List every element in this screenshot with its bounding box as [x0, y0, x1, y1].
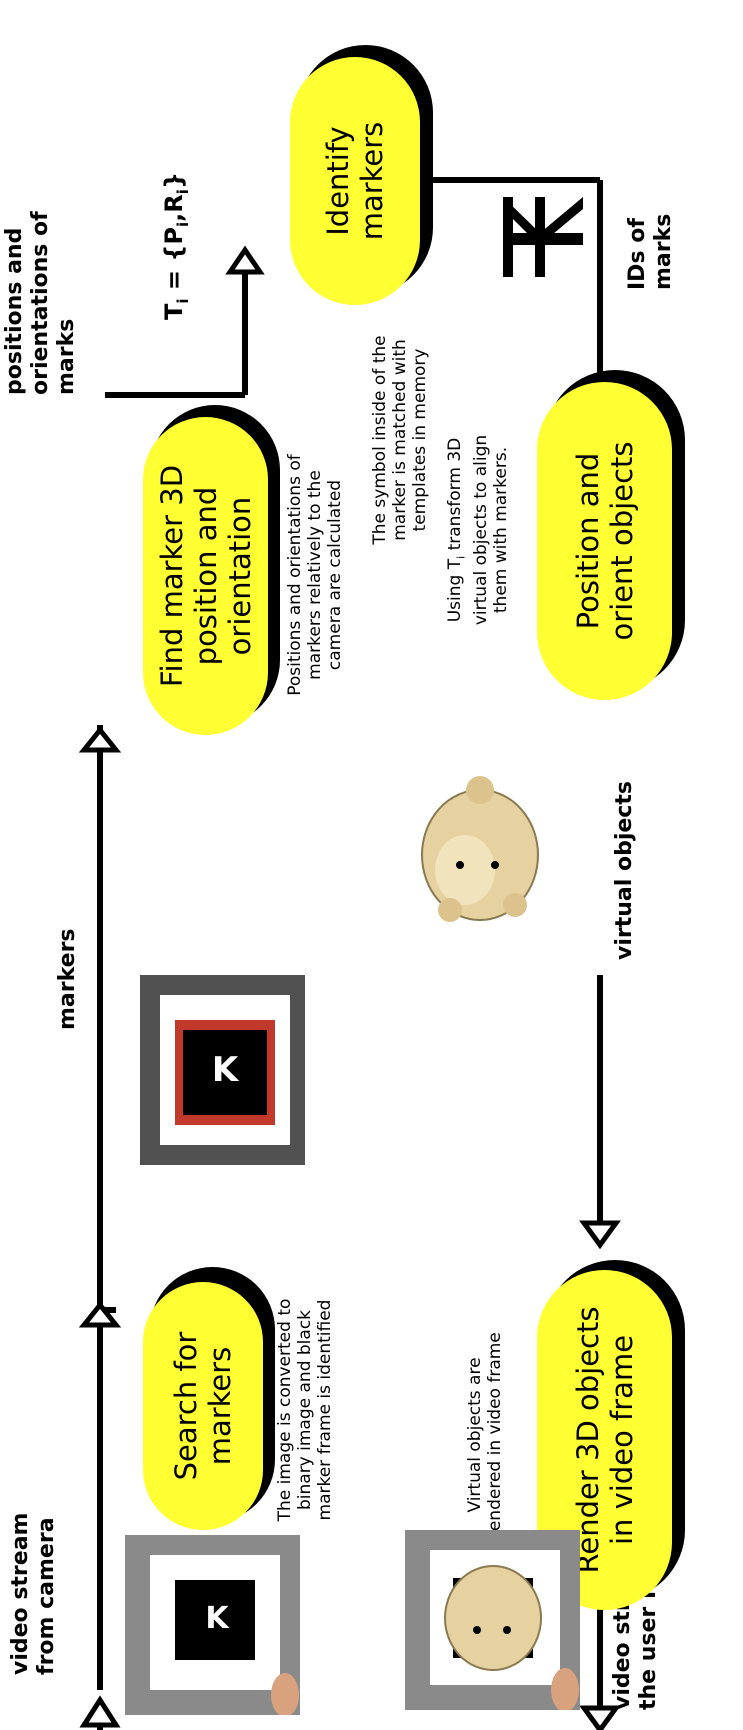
desc-identify: The symbol inside of the marker is match… [370, 335, 430, 545]
desc-search: The image is converted to binary image a… [275, 1298, 335, 1522]
virtual-object-creature [421, 776, 539, 922]
camera-frame-marker-image: K [125, 1535, 300, 1715]
arrow-head-input [79, 1695, 121, 1728]
marker-symbol-glyph [503, 197, 583, 277]
label-positions: positions and orientations of marks [2, 211, 79, 395]
label-virtual: virtual objects [612, 781, 637, 960]
arrowhead-render [579, 1220, 621, 1250]
svg-text:K: K [212, 1050, 240, 1090]
arrowhead-find [78, 1300, 122, 1328]
step-identify: Identify markers [290, 57, 420, 305]
rendered-video-frame-image [405, 1530, 580, 1710]
label-markers: markers [55, 928, 80, 1030]
step-search: Search for markers [143, 1282, 263, 1530]
label-video-in: video stream from camera [8, 1512, 59, 1675]
arrowhead-search [78, 725, 122, 753]
desc-position: Using Ti transform 3D virtual objects to… [445, 434, 512, 626]
step-find: Find marker 3D position and orientation [143, 417, 268, 735]
arrowhead-identify [225, 245, 265, 275]
formula-ti: Ti = {Pi,Ri} [160, 171, 192, 320]
step-position: Position and orient objects [537, 382, 672, 700]
label-ids: IDs of marks [625, 213, 676, 290]
arrowhead-output [579, 1705, 621, 1730]
binary-marker-image: K [135, 970, 310, 1170]
svg-text:K: K [205, 1601, 230, 1636]
desc-find: Positions and orientations of markers re… [285, 454, 345, 696]
